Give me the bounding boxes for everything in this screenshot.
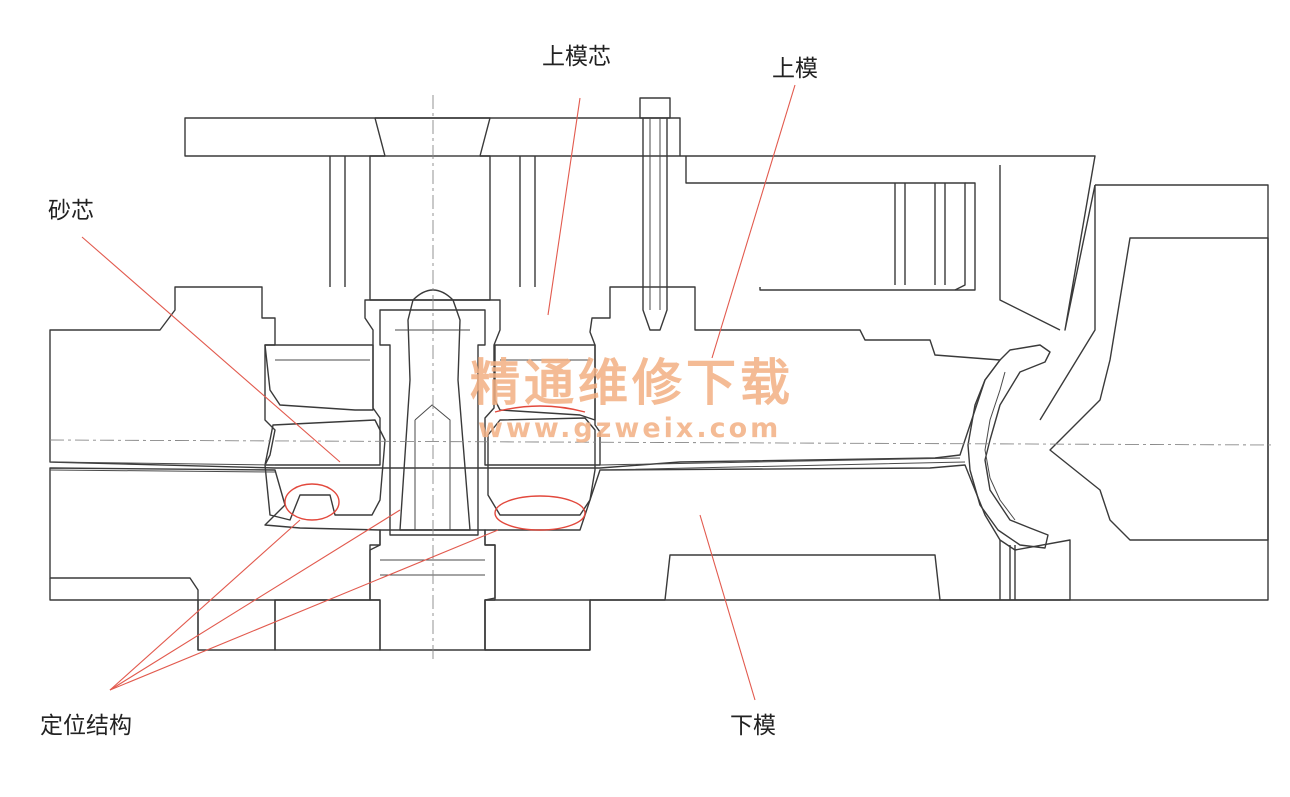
locating-mark-left [284, 483, 340, 521]
label-upper-core: 上模芯 [542, 44, 611, 70]
watermark-url: www.gzweix.com [478, 413, 781, 444]
label-locating-structure: 定位结构 [40, 713, 132, 739]
label-upper-die: 上模 [772, 56, 818, 82]
label-sand-core: 砂芯 [48, 198, 94, 224]
guide-bolt [639, 97, 671, 331]
sand-core-right [487, 417, 596, 516]
watermark-text: 精通维修下载 [470, 353, 794, 412]
upper-die [49, 286, 1001, 469]
leader-lines [81, 84, 796, 701]
locating-mark-right [494, 495, 586, 531]
lower-die [49, 464, 1071, 651]
label-lower-die: 下模 [730, 713, 776, 739]
sand-core-left [264, 419, 386, 521]
wheel-rim-profile [967, 344, 1051, 549]
right-cavity-outline [1049, 237, 1269, 541]
